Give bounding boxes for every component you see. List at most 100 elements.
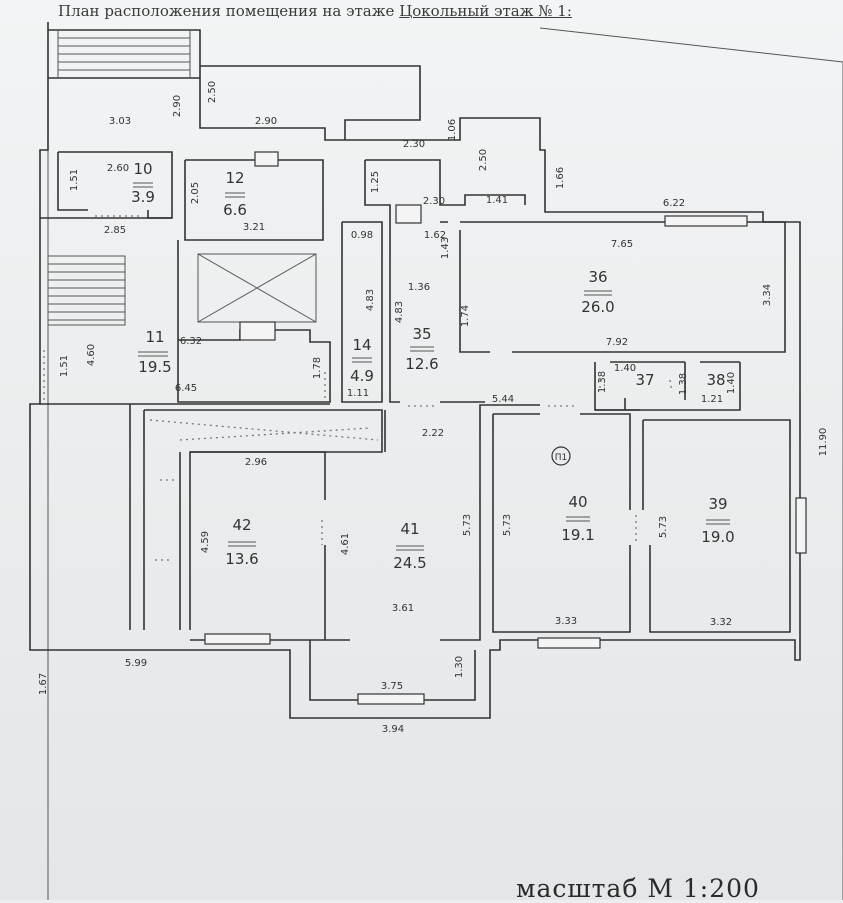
dimension-label: 5.73 — [502, 514, 513, 536]
dimension-label: 2.90 — [255, 116, 277, 127]
dimension-label: 3.32 — [710, 617, 732, 628]
marker-label: П1 — [555, 453, 568, 463]
dimension-label: 3.75 — [381, 681, 403, 692]
dimension-label: 1.25 — [370, 171, 381, 193]
dimension-label: 2.60 — [107, 163, 129, 174]
outer-wall — [29, 22, 801, 719]
dimension-label: 0.98 — [351, 230, 373, 241]
room-number: 37 — [635, 371, 654, 389]
dimension-label: 1.36 — [408, 282, 430, 293]
dimension-label: 1.62 — [424, 230, 446, 241]
room-41-walls — [309, 404, 540, 701]
dimension-label: 3.03 — [109, 116, 131, 127]
dimension-label: 4.83 — [365, 289, 376, 311]
sheet-frame — [47, 22, 843, 900]
room-area: 12.6 — [405, 355, 438, 373]
dimension-label: 1.40 — [726, 372, 737, 394]
title-prefix: План расположения помещения на этаже — [58, 2, 395, 20]
dimension-label: 2.30 — [423, 196, 445, 207]
room-area: 19.1 — [561, 526, 594, 544]
title-floor: Цокольный этаж № 1: — [399, 2, 572, 20]
window-lift — [239, 321, 276, 341]
dimension-label: 3.94 — [382, 724, 404, 735]
marker-circle — [551, 446, 571, 466]
room-39-walls — [595, 409, 791, 633]
dimension-label: 1.66 — [555, 167, 566, 189]
room-number: 35 — [412, 325, 431, 343]
plan-title: План расположения помещения на этаже Цок… — [58, 2, 572, 20]
dimension-label: 2.50 — [478, 149, 489, 171]
lift-cross — [197, 253, 317, 323]
window-42 — [204, 633, 271, 645]
room-area: 26.0 — [581, 298, 614, 316]
dimension-label: 3.21 — [243, 222, 265, 233]
dimension-label: 5.44 — [492, 394, 514, 405]
room-number: 38 — [706, 371, 725, 389]
room-37-38-walls — [594, 361, 741, 411]
stairs-room-11 — [48, 255, 126, 326]
room-number: 40 — [568, 493, 587, 511]
dimension-label: 3.34 — [762, 284, 773, 306]
dimension-label: 11.90 — [818, 428, 829, 457]
stairs-top — [57, 30, 191, 78]
dimension-label: 5.99 — [125, 658, 147, 669]
room-number: 42 — [232, 516, 251, 534]
dimension-label: 6.45 — [175, 383, 197, 394]
room-number: 39 — [708, 495, 727, 513]
room-area: 6.6 — [223, 201, 247, 219]
room-14-walls — [341, 221, 383, 403]
dimension-label: 2.05 — [190, 182, 201, 204]
room-number: 12 — [225, 169, 244, 187]
dimension-label: 4.60 — [86, 344, 97, 366]
room-area: 3.9 — [131, 188, 155, 206]
dimension-label: 1.21 — [701, 394, 723, 405]
dimension-labels: 3.03 2.90 2.50 2.90 1.06 2.30 2.50 1.66 … — [38, 81, 829, 735]
lift-shaft — [177, 240, 331, 403]
corridor-walls — [129, 404, 383, 630]
dimension-label: 1.30 — [454, 656, 465, 678]
dimension-label: 1.43 — [440, 237, 451, 259]
dimension-label: 2.85 — [104, 225, 126, 236]
room-area: 19.0 — [701, 528, 734, 546]
dimension-label: 4.59 — [200, 531, 211, 553]
dimension-label: 4.61 — [340, 533, 351, 555]
dimension-label: 1.11 — [347, 388, 369, 399]
dimension-label: 1.41 — [486, 195, 508, 206]
room-11-walls — [40, 217, 330, 405]
room-area: 13.6 — [225, 550, 258, 568]
window-36 — [664, 215, 748, 227]
door-dots — [43, 215, 673, 545]
room-labels: 10 3.9 12 6.6 11 19.5 14 4.9 35 12.6 36 … — [131, 160, 735, 572]
dimension-label: 7.65 — [611, 239, 633, 250]
corridor-dots — [149, 419, 379, 561]
dimension-label: 1.38 — [597, 371, 608, 393]
dimension-label: 3.33 — [555, 616, 577, 627]
dimension-label: 3.61 — [392, 603, 414, 614]
room-number: 11 — [145, 328, 164, 346]
dimension-label: 2.30 — [403, 139, 425, 150]
dimension-label: 1.74 — [460, 305, 471, 327]
room-number: 14 — [352, 336, 371, 354]
room-number: 41 — [400, 520, 419, 538]
dimension-label: 2.90 — [172, 95, 183, 117]
window-12 — [254, 151, 279, 167]
window-35 — [395, 204, 422, 224]
dimension-label: 1.38 — [678, 373, 689, 395]
dimension-label: 1.78 — [312, 357, 323, 379]
room-36-walls — [459, 221, 786, 353]
window-39 — [795, 497, 807, 554]
area-underlines — [133, 182, 730, 551]
dimension-label: 1.51 — [59, 355, 70, 377]
dimension-label: 2.50 — [207, 81, 218, 103]
dimension-label: 5.73 — [462, 514, 473, 536]
room-number: 10 — [133, 160, 152, 178]
dimension-label: 5.73 — [658, 516, 669, 538]
room-40-walls — [492, 413, 631, 633]
dimension-label: 2.22 — [422, 428, 444, 439]
window-40 — [537, 637, 601, 649]
window-41 — [357, 693, 425, 705]
dimension-label: 6.22 — [663, 198, 685, 209]
room-area: 24.5 — [393, 554, 426, 572]
